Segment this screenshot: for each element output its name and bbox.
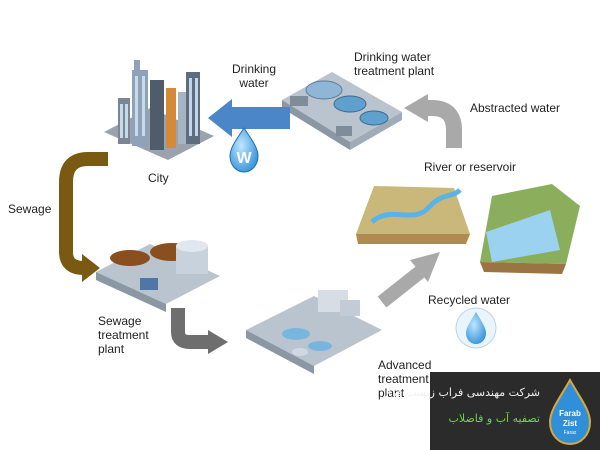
sewage-plant-illustration (96, 240, 220, 312)
city-illustration (104, 60, 214, 160)
advanced-plant-illustration (246, 290, 382, 374)
river-terrain-illustration (356, 186, 470, 244)
reservoir-cutaway-illustration (480, 184, 580, 274)
sewage-to-advanced-arrow (171, 308, 210, 349)
company-name-text: شرکت مهندسی فراب زیست فراز (382, 386, 540, 399)
svg-text:Faraz: Faraz (564, 430, 577, 436)
sewage-arrow (59, 152, 108, 275)
river-reservoir-label: River or reservoir (424, 160, 517, 174)
svg-text:Zist: Zist (563, 419, 578, 428)
abstracted-water-arrow (426, 100, 462, 148)
drinking-water-drop-icon: W (229, 127, 259, 173)
company-logo-drop-icon: Farab Zist Faraz (548, 378, 592, 446)
w-badge-text: W (236, 150, 252, 167)
recycled-water-drop-icon (455, 307, 497, 349)
recycled-water-label: Recycled water (428, 293, 511, 307)
company-logo-panel: شرکت مهندسی فراب زیست فراز تصفیه آب و فا… (383, 372, 600, 450)
sewage-label: Sewage (8, 202, 52, 216)
recycled-water-arrow (377, 266, 425, 308)
svg-text:Farab: Farab (559, 409, 581, 418)
drinking-water-arrow (208, 99, 290, 137)
abstracted-water-label: Abstracted water (470, 101, 561, 115)
city-label: City (148, 171, 169, 185)
drinking-water-plant-illustration (282, 72, 402, 150)
company-tagline-text: تصفیه آب و فاضلاب (448, 412, 540, 425)
